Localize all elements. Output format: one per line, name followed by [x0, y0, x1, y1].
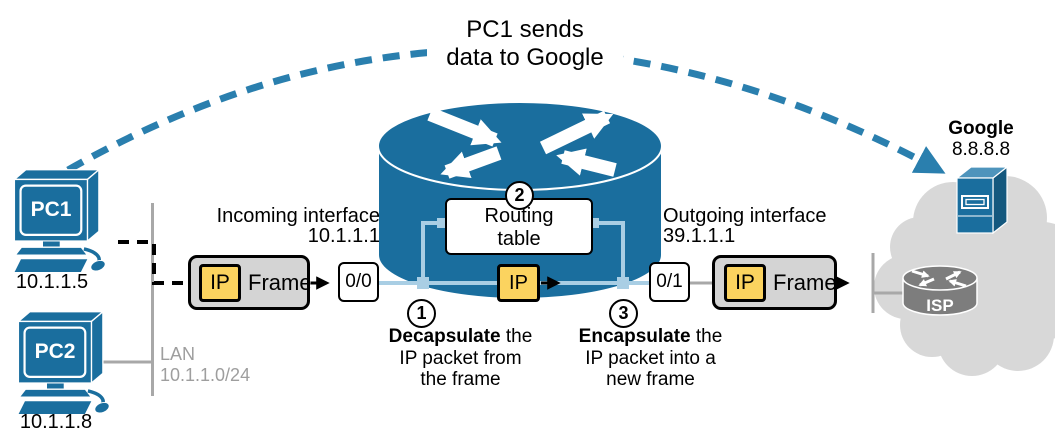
routing-table-box: Routing table	[445, 198, 593, 255]
lan-subnet: 10.1.1.0/24	[160, 365, 251, 385]
lan-name: LAN	[160, 344, 196, 364]
encapsulate-caption: Encapsulate the IP packet into a new fra…	[568, 326, 733, 391]
ip-packet-box: IP	[497, 264, 540, 302]
pc2-name-label: PC2	[34, 340, 76, 363]
pc1-ip-label: 10.1.1.5	[15, 271, 89, 293]
incoming-interface-text: Incoming interface	[216, 205, 380, 227]
step-2-badge: 2	[505, 181, 534, 210]
encapsulate-line1-rest: the	[690, 326, 723, 347]
incoming-ip-packet-box: IP	[199, 263, 241, 302]
outgoing-frame-box: IP Frame	[712, 255, 837, 310]
outgoing-interface-label: Outgoing interface 39.1.1.1	[663, 206, 878, 246]
routing-table-line-2: table	[497, 228, 541, 250]
decapsulate-line-3: the frame	[420, 369, 501, 390]
pc2-ip-label: 10.1.1.8	[19, 411, 93, 433]
google-label: Google 8.8.8.8	[931, 118, 1031, 160]
encapsulate-keyword: Encapsulate	[578, 326, 691, 347]
port-0-0-box: 0/0	[338, 262, 379, 302]
title-line-2: data to Google	[446, 44, 604, 71]
isp-router-icon	[902, 265, 978, 316]
incoming-frame-label: Frame	[248, 269, 312, 295]
incoming-interface-ip: 10.1.1.1	[307, 225, 380, 247]
decapsulate-line1-rest: the	[500, 326, 533, 347]
routing-table-line-1: Routing	[484, 205, 554, 227]
outgoing-interface-ip: 39.1.1.1	[663, 225, 736, 247]
google-ip: 8.8.8.8	[951, 139, 1011, 160]
incoming-frame-box: IP Frame	[188, 255, 312, 310]
isp-segment-lines	[871, 253, 904, 313]
decapsulate-keyword: Decapsulate	[388, 326, 501, 347]
outgoing-ip-packet-box: IP	[724, 263, 766, 302]
google-server-icon	[955, 165, 1009, 235]
decapsulate-line-2: IP packet from	[399, 347, 522, 369]
outgoing-frame-label: Frame	[773, 269, 837, 295]
port-0-1-box: 0/1	[649, 262, 690, 302]
step-1-badge: 1	[407, 299, 436, 328]
router-arrows-icon	[427, 107, 617, 179]
pc1-name-label: PC1	[30, 198, 72, 221]
lan-label: LAN 10.1.1.0/24	[160, 344, 250, 386]
decapsulate-caption: Decapsulate the IP packet from the frame	[378, 326, 543, 391]
diagram-title: PC1 sends data to Google	[427, 14, 623, 74]
google-name: Google	[948, 118, 1014, 139]
incoming-interface-label: Incoming interface 10.1.1.1	[190, 206, 380, 246]
isp-name-label: ISP	[926, 296, 954, 315]
outgoing-interface-text: Outgoing interface	[663, 205, 827, 227]
encapsulate-line-3: new frame	[606, 369, 695, 390]
title-line-1: PC1 sends	[466, 16, 584, 43]
encapsulate-line-2: IP packet into a	[585, 347, 716, 369]
step-3-badge: 3	[609, 299, 638, 328]
